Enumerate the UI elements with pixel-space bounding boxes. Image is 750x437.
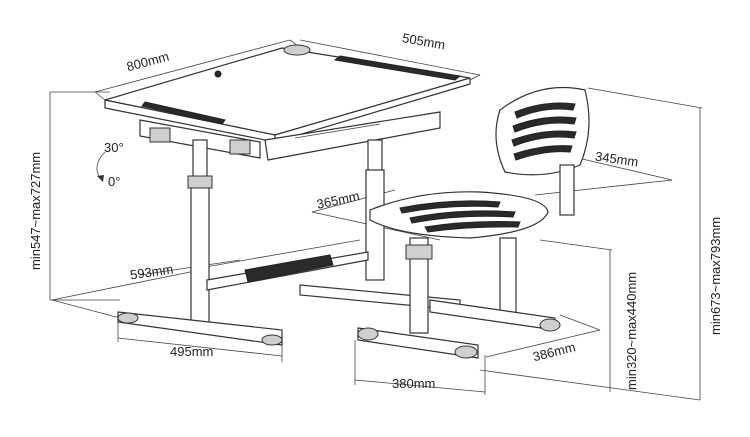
label-tilt-max: 30°: [104, 140, 124, 155]
label-desk-leg-depth: 593mm: [129, 262, 174, 283]
desk-drawer: [264, 111, 441, 161]
desk-leg-left-lower: [190, 184, 210, 326]
label-tilt-min: 0°: [108, 174, 120, 189]
chair-base-rear: [429, 299, 556, 331]
foot-rest: [244, 254, 334, 283]
label-desk-width: 800mm: [125, 49, 171, 75]
desk-pencil-groove: [333, 55, 462, 81]
chair: [357, 87, 590, 359]
chair-column-back: [499, 237, 517, 319]
desk: [104, 44, 471, 346]
label-chair-seat-height: min320~max440mm: [624, 272, 639, 390]
cup-holder: [283, 44, 311, 56]
desk-front-strip: [141, 101, 226, 125]
chair-column-front: [409, 237, 429, 334]
label-chair-back-width: 345mm: [594, 149, 639, 170]
label-chair-seat-depth: 365mm: [315, 188, 361, 212]
label-desk-depth: 505mm: [401, 30, 446, 52]
chair-backrest: [495, 87, 590, 176]
chair-back-post: [559, 164, 575, 216]
label-desk-height: min547~max727mm: [28, 152, 43, 270]
label-chair-total-height: min673~max793mm: [708, 217, 723, 335]
label-chair-base-width: 380mm: [392, 376, 435, 391]
dimension-labels: 800mm 505mm 30° 0° min547~max727mm 593mm…: [28, 30, 723, 391]
label-chair-base-depth: 386mm: [531, 339, 577, 364]
label-desk-base-width: 495mm: [170, 344, 213, 359]
